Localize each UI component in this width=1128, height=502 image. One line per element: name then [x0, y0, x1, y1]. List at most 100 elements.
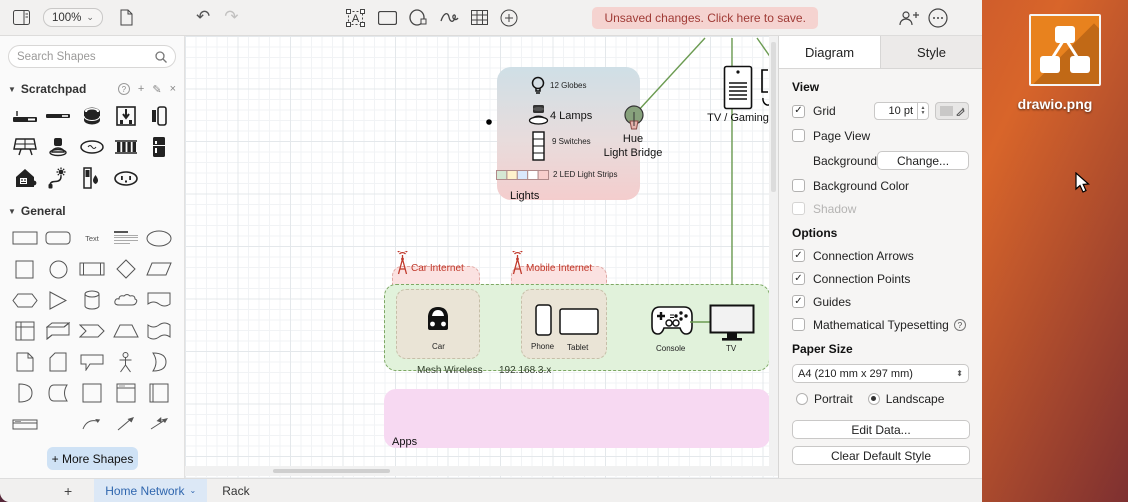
shape-table-lamp[interactable]: [42, 135, 76, 159]
shape-cube[interactable]: [42, 319, 76, 343]
diagram-canvas[interactable]: 12 Globes 4 Lamps 9 Switches 2 LED Light…: [185, 36, 778, 478]
shape-hexagon[interactable]: [8, 288, 42, 312]
table-tool-icon[interactable]: [468, 7, 490, 29]
apps-zone[interactable]: [384, 389, 770, 448]
add-page-button[interactable]: +: [64, 482, 73, 499]
math-typesetting-checkbox[interactable]: [792, 318, 805, 331]
grid-checkbox[interactable]: [792, 104, 805, 118]
shape-heading[interactable]: [109, 226, 143, 250]
shape-rectangle[interactable]: [8, 226, 42, 250]
text-tool-icon[interactable]: A: [344, 7, 366, 29]
shape-triangle[interactable]: [42, 288, 76, 312]
shape-card[interactable]: [42, 350, 76, 374]
shape-parallelogram[interactable]: [142, 257, 176, 281]
car-icon[interactable]: [424, 304, 452, 334]
background-color-checkbox[interactable]: [792, 179, 805, 192]
shape-data-storage[interactable]: [42, 381, 76, 405]
shape-curve[interactable]: [75, 412, 109, 436]
connection-arrows-checkbox[interactable]: [792, 249, 805, 262]
more-shapes-button[interactable]: + More Shapes: [47, 447, 138, 470]
page-outline-icon[interactable]: [116, 7, 138, 29]
shape-process[interactable]: [75, 257, 109, 281]
tablet-icon[interactable]: [559, 308, 599, 335]
shape-internal-storage[interactable]: [8, 319, 42, 343]
page-tab-rack[interactable]: Rack: [222, 483, 250, 498]
shape-or[interactable]: [142, 350, 176, 374]
tv-gaming-icon[interactable]: [723, 65, 753, 110]
shape-water-sensor[interactable]: [75, 166, 109, 190]
shape-actor[interactable]: [109, 350, 143, 374]
shape-cylinder[interactable]: [75, 288, 109, 312]
vertical-scrollbar[interactable]: [769, 36, 778, 466]
edit-data-button[interactable]: Edit Data...: [792, 420, 970, 439]
shape-network-switch[interactable]: [42, 104, 76, 128]
page-view-checkbox[interactable]: [792, 129, 805, 142]
shape-directional-arrow[interactable]: [109, 412, 143, 436]
grid-color-button[interactable]: [935, 102, 969, 120]
shape-ellipse[interactable]: [142, 226, 176, 250]
shape-tape[interactable]: [142, 319, 176, 343]
shape-trapezoid[interactable]: [109, 319, 143, 343]
hue-bridge-icon[interactable]: [623, 104, 645, 134]
shape-note[interactable]: [8, 350, 42, 374]
shape-vertical-container[interactable]: [142, 381, 176, 405]
grid-size-stepper[interactable]: ▲▼: [918, 102, 929, 120]
share-person-icon[interactable]: [898, 7, 920, 29]
undo-button[interactable]: ↶: [195, 7, 211, 27]
shape-square[interactable]: [8, 257, 42, 281]
paper-size-select[interactable]: A4 (210 mm x 297 mm) ⬍: [792, 364, 969, 383]
toggle-sidebar-icon[interactable]: [10, 7, 32, 29]
shape-solar-panel[interactable]: [8, 135, 42, 159]
background-change-button[interactable]: Change...: [877, 151, 969, 170]
shape-radiator[interactable]: [109, 135, 143, 159]
shape-smart-home[interactable]: [8, 166, 42, 190]
more-options-icon[interactable]: [927, 7, 949, 29]
insert-plus-icon[interactable]: [498, 7, 520, 29]
drawio-file-icon[interactable]: [1029, 14, 1101, 86]
shape-text[interactable]: Text: [85, 233, 99, 243]
search-shapes-box[interactable]: [8, 45, 176, 68]
guides-checkbox[interactable]: [792, 295, 805, 308]
page-tab-home-network[interactable]: Home Network ⌄: [94, 478, 208, 502]
shape-and[interactable]: [8, 381, 42, 405]
shape-bidirectional-arrow[interactable]: [142, 412, 176, 436]
scratchpad-close-icon[interactable]: ×: [169, 83, 176, 95]
clear-default-style-button[interactable]: Clear Default Style: [792, 446, 970, 465]
scrollbar-thumb[interactable]: [771, 42, 776, 192]
grid-size-input[interactable]: 10 pt: [874, 102, 918, 120]
console-icon[interactable]: [650, 304, 694, 338]
ellipse-tool-icon[interactable]: [407, 7, 429, 29]
phone-icon[interactable]: [535, 304, 552, 336]
scratchpad-edit-icon[interactable]: ✎: [152, 83, 162, 96]
shape-box-arrow[interactable]: [109, 104, 143, 128]
shape-disc-stack[interactable]: [75, 104, 109, 128]
shape-wifi-router[interactable]: [8, 104, 42, 128]
shape-container[interactable]: [75, 381, 109, 405]
horizontal-scrollbar[interactable]: [185, 466, 778, 476]
rectangle-tool-icon[interactable]: [376, 7, 398, 29]
shape-callout[interactable]: [75, 350, 109, 374]
portrait-radio[interactable]: [796, 392, 808, 405]
connection-points-checkbox[interactable]: [792, 272, 805, 285]
scratchpad-section-header[interactable]: ▼ Scratchpad ? + ✎ ×: [8, 82, 176, 96]
shape-diamond[interactable]: [109, 257, 143, 281]
scratchpad-help-icon[interactable]: ?: [117, 83, 130, 95]
scrollbar-thumb[interactable]: [273, 469, 390, 473]
tv-icon[interactable]: [709, 304, 755, 342]
help-icon[interactable]: ?: [953, 318, 966, 331]
tab-style[interactable]: Style: [881, 36, 982, 68]
unsaved-changes-banner[interactable]: Unsaved changes. Click here to save.: [592, 6, 818, 29]
redo-button[interactable]: ↷: [224, 7, 239, 27]
shadow-checkbox[interactable]: [792, 202, 805, 215]
landscape-radio[interactable]: [867, 392, 880, 405]
shape-rounded-rectangle[interactable]: [42, 226, 76, 250]
shape-power-outlet[interactable]: [109, 166, 143, 190]
shape-smoke-detector[interactable]: [75, 135, 109, 159]
shape-titled-container[interactable]: [109, 381, 143, 405]
general-section-header[interactable]: ▼ General: [8, 204, 176, 218]
shape-horizontal-container[interactable]: [8, 412, 42, 436]
shape-cloud[interactable]: [109, 288, 143, 312]
shape-plant-plug[interactable]: [42, 166, 76, 190]
search-input[interactable]: [17, 50, 155, 63]
shape-step[interactable]: [75, 319, 109, 343]
